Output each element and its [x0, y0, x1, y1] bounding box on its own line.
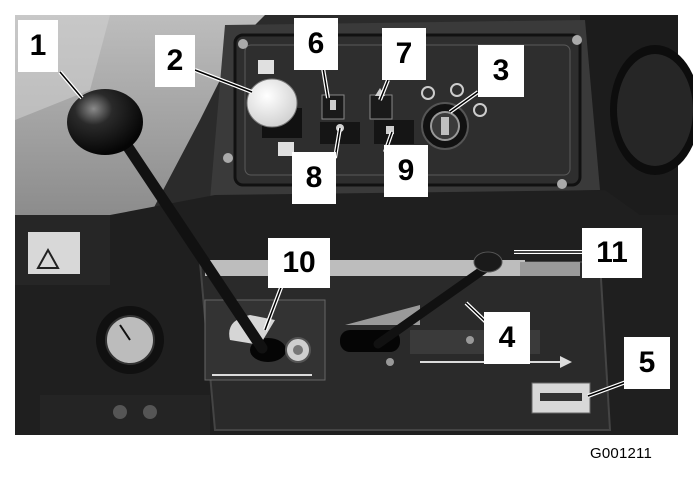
panel-screw [572, 35, 582, 45]
callout-5: 5 [624, 337, 670, 389]
callout-1: 1 [18, 20, 58, 72]
panel-screw [557, 179, 567, 189]
callout-3: 3 [478, 45, 524, 97]
callout-7: 7 [382, 28, 426, 80]
callout-8: 8 [292, 152, 336, 204]
callout-6: 6 [294, 18, 338, 70]
callout-9: 9 [384, 145, 428, 197]
callout-10: 10 [268, 238, 330, 288]
panel-screw [238, 39, 248, 49]
white-push-button[interactable] [246, 78, 298, 128]
figure-id: G001211 [590, 445, 653, 462]
callout-2: 2 [155, 35, 195, 87]
callout-11: 11 [582, 228, 642, 278]
callout-4: 4 [484, 312, 530, 364]
lever-4-shaft [373, 260, 495, 349]
lever-4-knob[interactable] [473, 251, 503, 273]
panel-screw [223, 153, 233, 163]
lever-1-knob[interactable] [67, 89, 143, 155]
lever-1-shaft [114, 129, 268, 354]
